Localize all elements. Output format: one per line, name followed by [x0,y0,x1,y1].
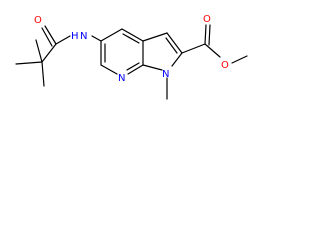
bond-n7-c6 [100,64,118,75]
amide-group: O H N [34,15,102,47]
pyrrole-ring: N [142,32,183,80]
bond-ether-o-methyl [231,55,248,64]
bond-tbu-me-top [35,39,43,63]
bond-carbonyl-o-2 [41,27,53,47]
pyridine-ring: N [100,28,144,84]
ester-ether-oxygen-label: O [221,60,229,71]
bond-c2-n1 [171,52,183,67]
bond-n-ring [91,35,102,42]
bond-ester-c-o-carbonyl-1 [204,24,207,45]
bond-c4-c3a [121,28,144,42]
tert-butyl-group [15,39,57,87]
pyridine-nitrogen-label: N [118,73,125,84]
bond-ester-c-o-ether [204,43,221,58]
bond-c4-c3a-inner [122,33,140,44]
amide-oxygen-label: O [34,15,42,26]
bond-carbonyl-o-1 [44,25,57,45]
bond-carbonyl-n [55,35,71,45]
ester-carbonyl-oxygen-label: O [203,14,211,25]
bond-n1-c7a [142,64,163,71]
methyl-ester-group: O O [181,14,248,71]
bond-c7a-n7-inner [126,62,140,71]
pyrrole-nitrogen-label: N [162,69,169,80]
bond-ester-c-o-carbonyl-2 [208,24,211,46]
bond-c3a-c3 [142,32,168,42]
bond-tbu-carbonyl [41,43,57,63]
amide-hydrogen-label: H [71,31,79,42]
bond-c2-ester-c [181,43,206,54]
bond-c5-c4 [100,28,123,42]
bond-tbu-me-bottom [41,61,45,87]
amide-nitrogen-label: N [80,31,87,42]
bond-c7a-n7 [127,64,144,75]
bond-tbu-me-left [15,61,43,65]
molecule-structure: O H N N N O O [15,14,248,100]
bond-c3-c2 [166,32,183,54]
bond-c3-c2-inner [165,37,178,54]
